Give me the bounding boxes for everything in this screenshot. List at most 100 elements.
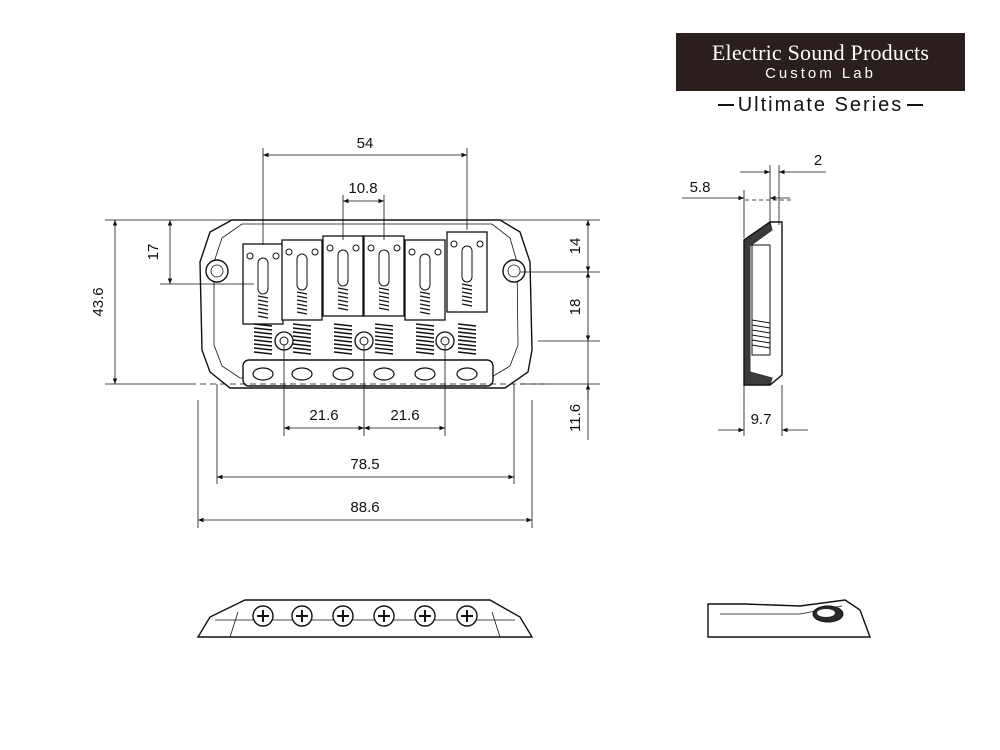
saddle-thread — [257, 315, 269, 319]
spring-coil — [292, 331, 312, 335]
saddle-thread — [337, 291, 349, 295]
saddle-thread — [419, 311, 431, 315]
saddle-screw-right — [311, 248, 319, 256]
saddle-thread — [337, 295, 349, 299]
spring-coil — [374, 323, 394, 327]
brand-title: Electric Sound Products — [711, 40, 930, 65]
spring-coil — [253, 343, 273, 347]
saddle-slot — [257, 257, 269, 295]
side-shadow — [743, 221, 773, 386]
dim-label-18: 18 — [567, 299, 584, 316]
saddle-thread — [337, 299, 349, 303]
string-hole-1 — [252, 367, 274, 381]
spring-coil — [253, 347, 273, 351]
saddle-thread — [257, 311, 269, 315]
spring-coil — [253, 323, 273, 327]
saddles — [242, 231, 488, 381]
front-lip — [242, 359, 494, 387]
saddle-thread — [419, 307, 431, 311]
saddle-screw-right — [272, 252, 280, 260]
saddle-thread — [378, 303, 390, 307]
dim-label-14: 14 — [567, 238, 584, 255]
spring-coil — [333, 343, 353, 347]
body-screw-inner — [359, 336, 369, 346]
spring-coil — [253, 331, 273, 335]
side-dimensions: 2 5.8 9.7 — [682, 152, 826, 436]
body-screw-inner — [279, 336, 289, 346]
spring-coil — [415, 327, 435, 331]
saddle-screw-right — [352, 244, 360, 252]
spring-coil — [333, 323, 353, 327]
spring-coil — [415, 343, 435, 347]
spring-coil — [457, 343, 477, 347]
bottom-side-body — [707, 599, 872, 638]
spring-coil — [457, 347, 477, 351]
dim-label-43.6: 43.6 — [90, 287, 107, 316]
spring-coil — [333, 339, 353, 343]
spring-coil — [457, 331, 477, 335]
bottom-side-screw-highlight — [817, 609, 835, 617]
spring-coil — [292, 327, 312, 331]
phillips-cross-icon — [419, 610, 431, 622]
spring-coil — [374, 327, 394, 331]
saddle-thread — [337, 287, 349, 291]
spring-coil — [253, 335, 273, 339]
saddle-6 — [446, 231, 488, 355]
saddle-5 — [404, 239, 446, 355]
body-screw-inner — [440, 336, 450, 346]
spring-coil — [457, 351, 477, 355]
dim-label-10.8: 10.8 — [348, 180, 377, 197]
right-mount-hole — [502, 259, 526, 283]
phillips-cross-icon — [378, 610, 390, 622]
saddle-thread — [378, 307, 390, 311]
saddle-thread — [257, 295, 269, 299]
saddle-screw-left — [285, 248, 293, 256]
phillips-cross-icon — [461, 610, 473, 622]
dim-label-5.8: 5.8 — [690, 179, 711, 196]
bottom-screws — [252, 605, 478, 627]
saddle-thread — [296, 295, 308, 299]
side-saddle — [751, 244, 771, 356]
dim-label-17: 17 — [145, 244, 162, 261]
front-dimensions: 54 10.8 43.6 17 14 18 11.6 — [90, 135, 600, 528]
bottom-left-facet — [229, 611, 239, 638]
side-view — [743, 199, 792, 386]
bottom-body — [196, 599, 534, 638]
series-label: Ultimate Series — [737, 93, 904, 116]
spring-coil — [374, 331, 394, 335]
saddle-thread — [378, 299, 390, 303]
spring-coil — [292, 323, 312, 327]
saddle-screw-left — [326, 244, 334, 252]
string-hole-4 — [373, 367, 395, 381]
spring-coil — [415, 335, 435, 339]
bottom-front-view — [196, 599, 534, 638]
spring-coil — [292, 343, 312, 347]
spring-coil — [457, 335, 477, 339]
dim-label-9.7: 9.7 — [751, 411, 772, 428]
saddle-thread — [296, 307, 308, 311]
saddle-screw-left — [367, 244, 375, 252]
saddle-thread — [461, 299, 473, 303]
phillips-cross-icon — [257, 610, 269, 622]
saddle-thread — [419, 291, 431, 295]
spring-coil — [374, 351, 394, 355]
dim-label-21.6-right: 21.6 — [390, 407, 419, 424]
saddle-thread — [461, 283, 473, 287]
dim-label-21.6-left: 21.6 — [309, 407, 338, 424]
saddle-thread — [337, 303, 349, 307]
string-hole-6 — [456, 367, 478, 381]
saddle-4 — [363, 235, 405, 355]
series-rule-left — [717, 104, 734, 106]
saddle-thread — [378, 295, 390, 299]
bottom-screw-5 — [414, 605, 436, 627]
saddle-slot — [337, 249, 349, 287]
spring-coil — [253, 339, 273, 343]
side-spring — [751, 319, 771, 349]
saddle-thread — [337, 307, 349, 311]
spring-coil — [457, 339, 477, 343]
saddle-screw-left — [450, 240, 458, 248]
spring-coil — [415, 339, 435, 343]
dim-label-54: 54 — [357, 135, 374, 152]
dim-label-2: 2 — [814, 152, 822, 169]
